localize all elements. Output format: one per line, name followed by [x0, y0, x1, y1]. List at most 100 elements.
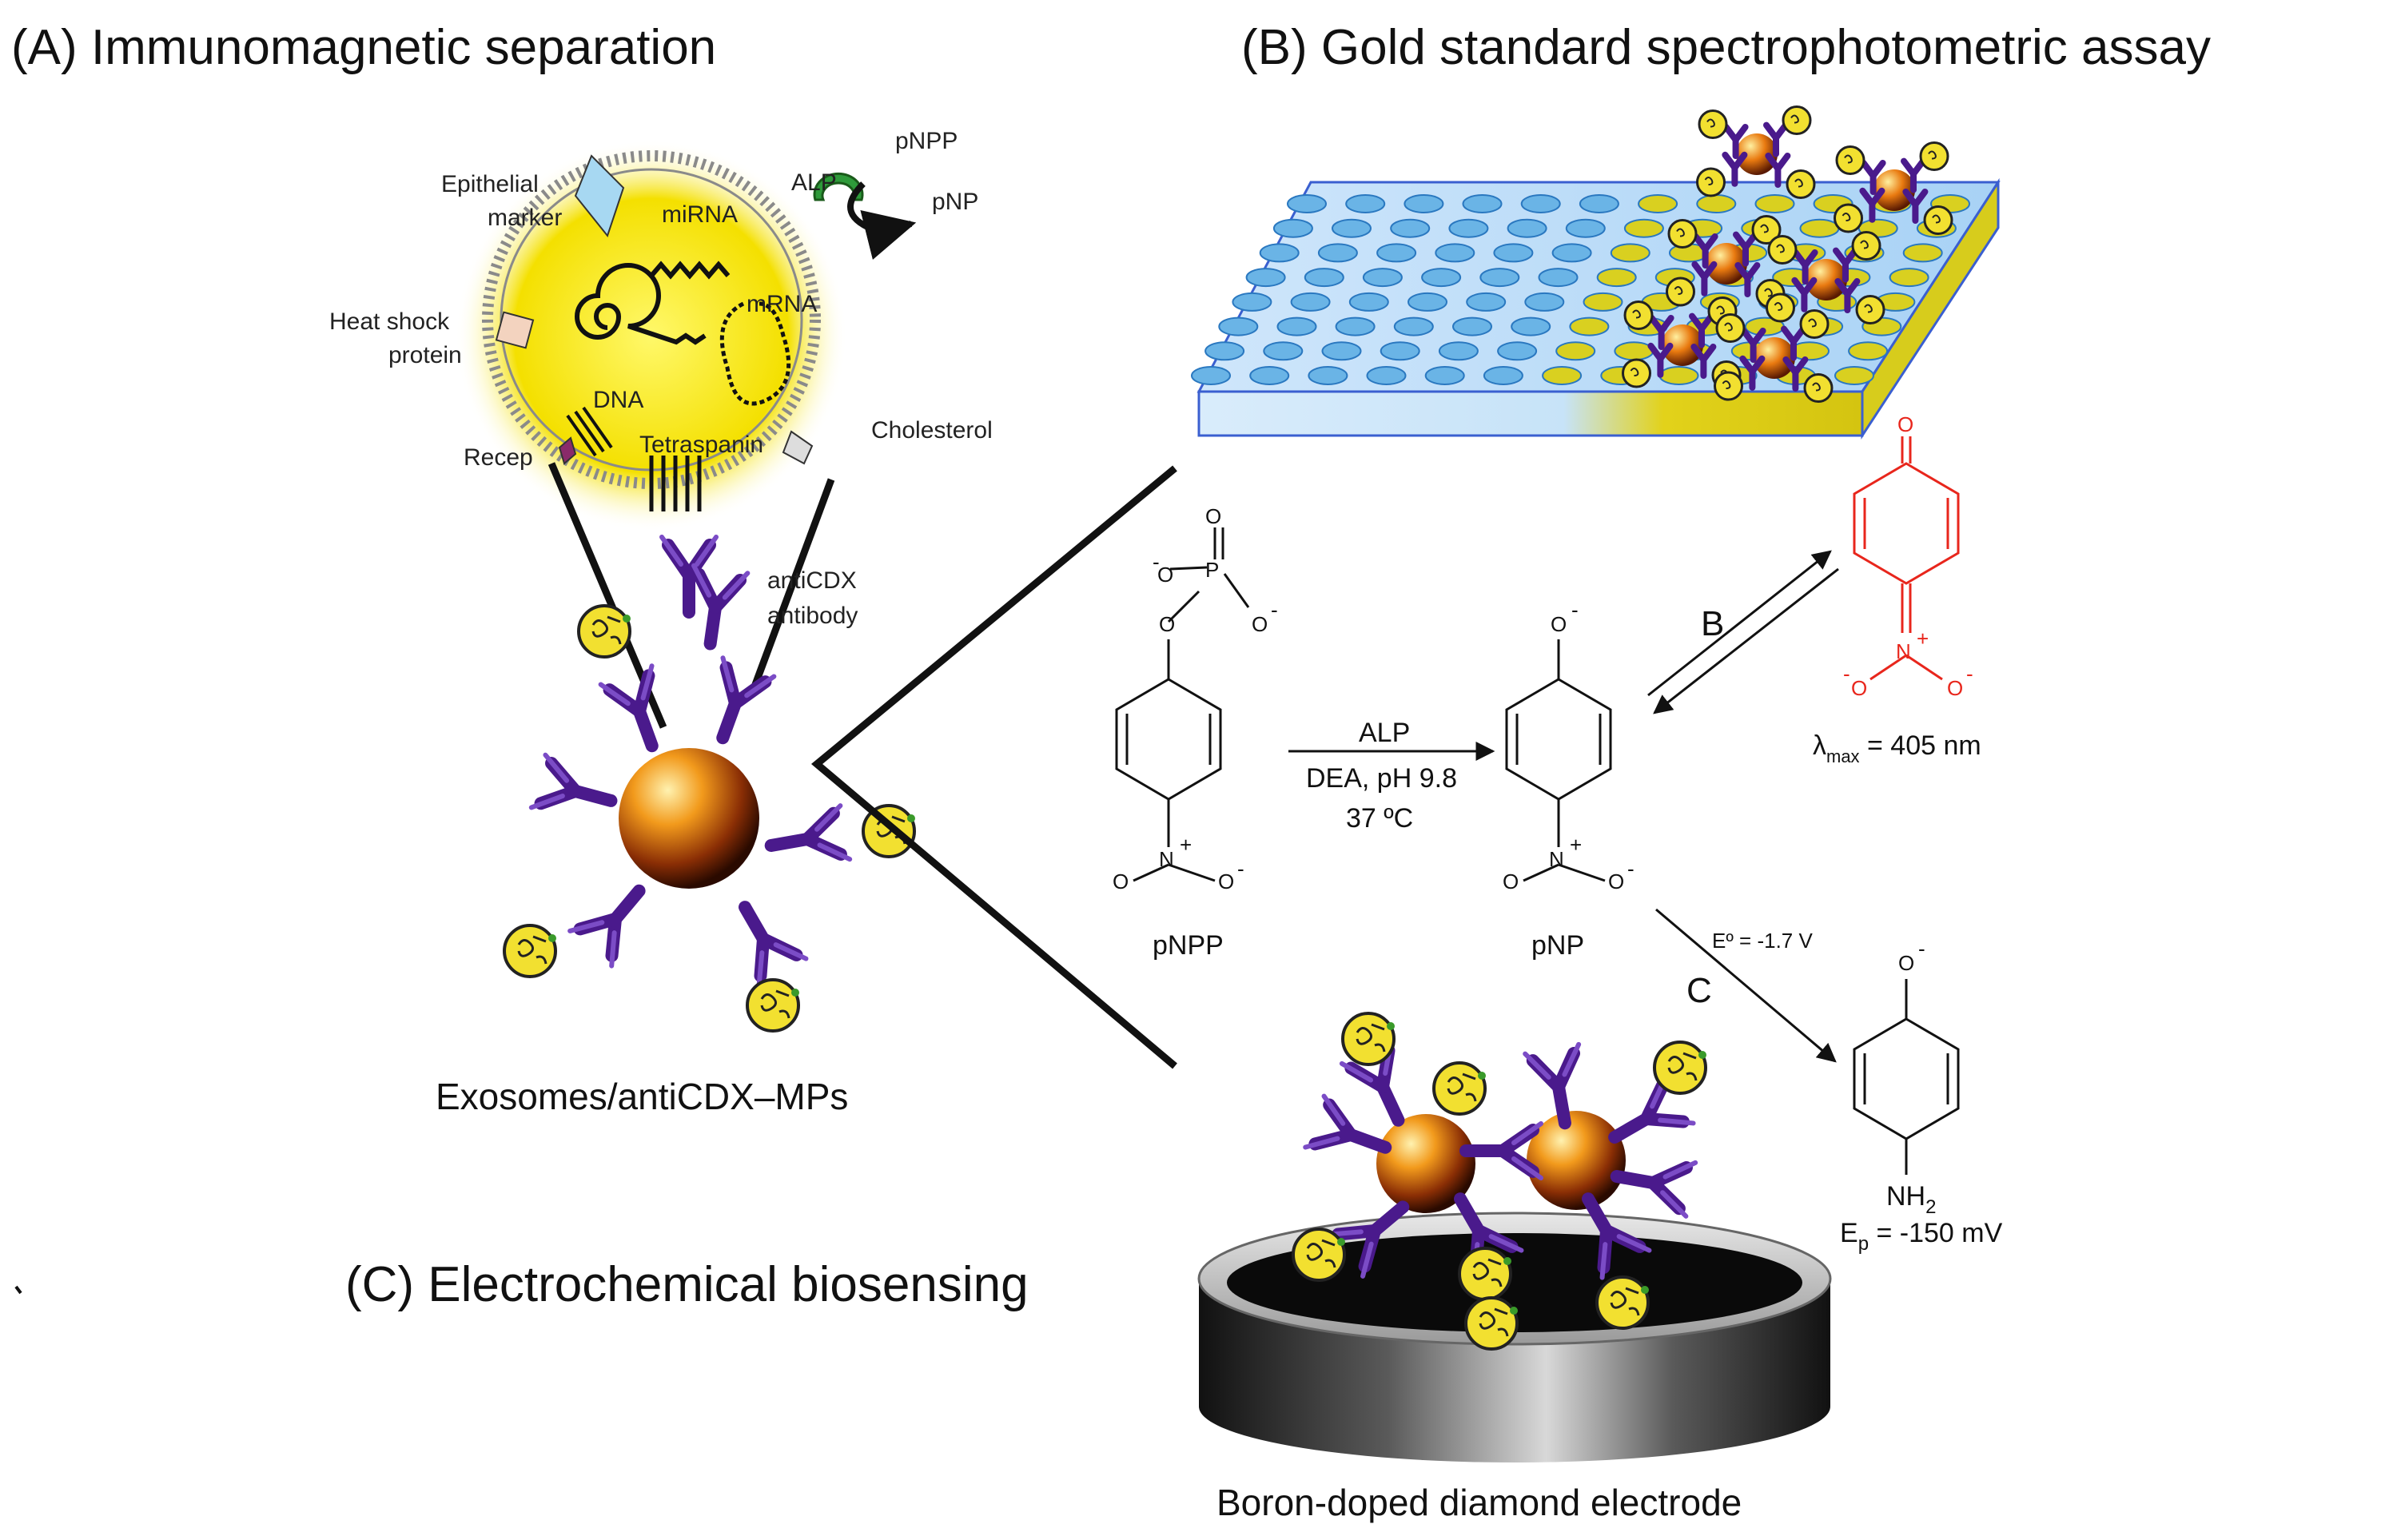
exosome-small-icon [1595, 1275, 1650, 1330]
zoom-v-lines [810, 465, 1177, 1069]
plate-well [1569, 316, 1610, 336]
antibody-icon [601, 666, 678, 755]
svg-text:+: + [1917, 627, 1929, 651]
plate-well [1493, 243, 1534, 263]
plate-well [1204, 341, 1245, 361]
svg-text:-: - [1627, 857, 1634, 881]
plate-well [1345, 194, 1386, 213]
svg-text:-: - [1153, 550, 1160, 574]
exosome-small-icon [746, 978, 801, 1033]
svg-text:+: + [1570, 833, 1582, 857]
exosome-small-icon [503, 924, 558, 978]
svg-text:+: + [1180, 833, 1192, 857]
svg-text:O: O [1218, 869, 1234, 893]
receptor-icon [558, 436, 577, 465]
plate-well [1259, 243, 1300, 263]
label-e0: Eº = -1.7 V [1712, 929, 1813, 953]
alp-enzyme-icon [813, 172, 864, 201]
plate-exosome-icon [1834, 203, 1863, 233]
plate-well [1462, 194, 1503, 213]
plate-well [1276, 316, 1317, 336]
label-nh2: NH2 [1886, 1181, 1936, 1218]
plate-exosome-icon [1714, 371, 1743, 401]
antibody-icon [722, 893, 806, 985]
plate-exosome-icon [1767, 235, 1798, 265]
exosome-small-icon [1653, 1041, 1708, 1095]
plate-well [1404, 194, 1444, 213]
plate-bead [1706, 243, 1747, 285]
svg-text:O: O [1113, 869, 1129, 893]
plate-well [1304, 268, 1344, 288]
magnetic-bead [619, 748, 759, 889]
plate-well [1317, 243, 1358, 263]
plate-antibody-icon [1768, 156, 1787, 185]
svg-text:N: N [1159, 847, 1174, 871]
plate-exosome-icon [1923, 205, 1953, 235]
plate-well [1376, 243, 1417, 263]
plate-well [1380, 341, 1420, 361]
plate-exosome-icon [1667, 219, 1698, 249]
plate-well [1191, 366, 1231, 385]
plate-well [1565, 218, 1606, 238]
label-route-b: B [1701, 604, 1724, 643]
plate-well [1538, 268, 1579, 288]
epithelial-marker-icon [574, 154, 625, 238]
plate-well [1596, 268, 1637, 288]
magnetic-bead-electrode-1 [1376, 1114, 1475, 1213]
label-dna: DNA [593, 387, 643, 413]
label-mrna: mRNA [747, 291, 817, 317]
antibody-icon [532, 755, 618, 827]
label-route-c: C [1686, 971, 1712, 1010]
label-heat-shock-1: Heat shock [329, 308, 450, 335]
plate-exosome-icon [1666, 277, 1695, 307]
reaction-scheme [1115, 436, 1960, 1175]
label-pnp: pNP [1531, 930, 1584, 961]
svg-text:O: O [1898, 951, 1914, 975]
svg-text:O: O [1897, 412, 1913, 436]
exosome-small-icon [1341, 1012, 1396, 1066]
plate-well [1497, 341, 1538, 361]
panel-c-title: (C) Electrochemical biosensing [345, 1257, 1029, 1312]
plate-exosome-icon [1782, 105, 1812, 135]
label-antibody-2: antibody [767, 603, 858, 629]
dna-spiral-icon [575, 263, 707, 345]
label-pnpp-top: pNPP [895, 128, 958, 154]
complex-caption: Exosomes/antiCDX–MPs [436, 1076, 848, 1117]
label-conditions-1: DEA, pH 9.8 [1306, 763, 1457, 794]
cholesterol-icon [782, 430, 814, 465]
reduction-arrow [1655, 908, 1837, 1063]
equilibrium-arrow-back [1653, 567, 1839, 714]
plate-well [1362, 268, 1403, 288]
plate-exosome-icon [1698, 109, 1728, 139]
svg-text:O: O [1608, 869, 1624, 893]
svg-text:O: O [1851, 676, 1867, 700]
plate-exosome-icon [1696, 167, 1726, 197]
plate-bound-particles [1622, 105, 1953, 403]
svg-text:O: O [1252, 612, 1268, 636]
pnpp-benzene-ring [1115, 678, 1222, 801]
panel-b-title: (B) Gold standard spectrophotometric ass… [1241, 20, 2211, 75]
plate-well [1390, 218, 1431, 238]
plate-well [1335, 316, 1376, 336]
plate-well [1555, 341, 1596, 361]
plate-well [1448, 218, 1489, 238]
svg-text:O: O [1159, 612, 1175, 636]
svg-text:O: O [1157, 563, 1173, 587]
plate-exosome-icon [1835, 145, 1865, 175]
plate-antibody-icon [1725, 155, 1744, 184]
svg-text:-: - [1271, 598, 1278, 622]
plate-well [1623, 218, 1664, 238]
svg-text:N: N [1549, 847, 1564, 871]
plate-exosome-icon [1786, 169, 1816, 199]
svg-text:O: O [1205, 504, 1221, 528]
antibody-icon [570, 873, 660, 966]
plate-well [1245, 268, 1286, 288]
mirna-strand-icon [649, 261, 731, 280]
label-enzyme-alp: ALP [1359, 718, 1410, 748]
svg-text:N: N [1896, 639, 1911, 663]
plate-well [1507, 218, 1547, 238]
plate-well [1889, 268, 1929, 288]
plate-exosome-icon [1919, 141, 1949, 171]
plate-well [1452, 316, 1492, 336]
plate-well [1232, 292, 1272, 312]
